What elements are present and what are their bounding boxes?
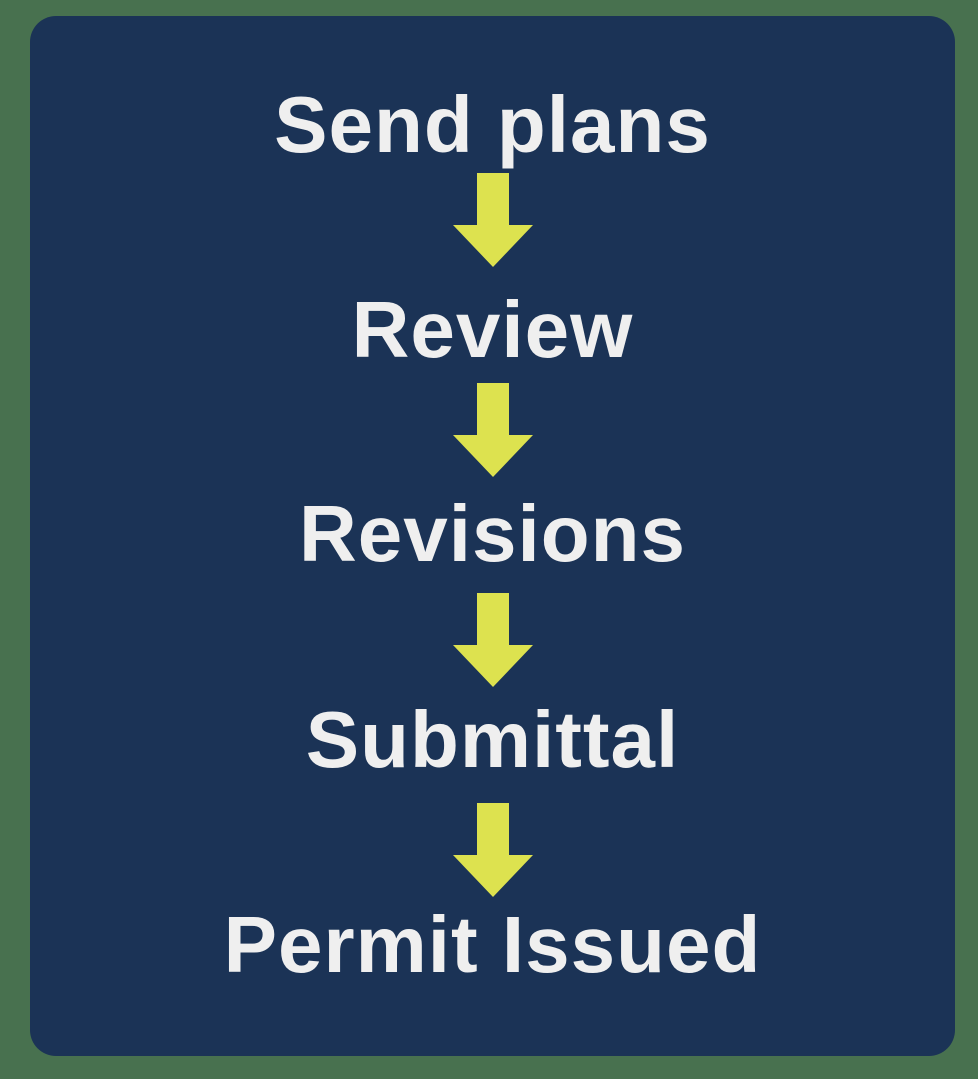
step-label-permit-issued: Permit Issued [223, 900, 762, 989]
down-arrow-icon [452, 173, 533, 267]
down-arrow-icon [452, 803, 533, 897]
step-label-send-plans: Send plans [274, 80, 711, 169]
flowchart-card: Send plans Review Revisions Submittal Pe… [30, 16, 955, 1056]
step-label-revisions: Revisions [299, 489, 686, 578]
step-label-submittal: Submittal [305, 695, 680, 784]
down-arrow-icon [452, 383, 533, 477]
step-label-review: Review [351, 285, 634, 374]
down-arrow-icon [452, 593, 533, 687]
